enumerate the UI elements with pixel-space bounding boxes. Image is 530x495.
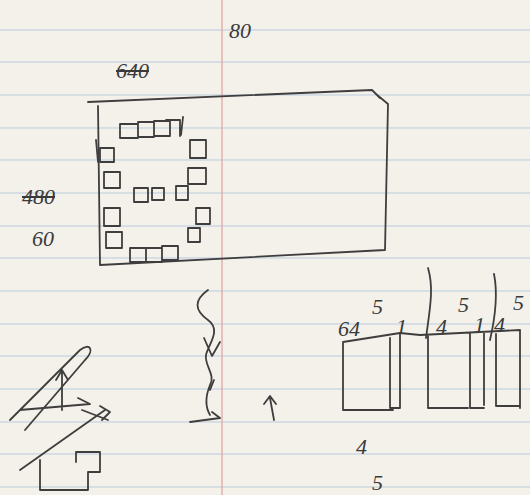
handwritten-number: 5 bbox=[513, 290, 524, 315]
handwritten-number: 64 bbox=[338, 316, 360, 341]
sketch-note: 640 bbox=[116, 60, 149, 82]
wavy-arrow bbox=[190, 290, 220, 422]
sketch-note: 5 bbox=[458, 294, 469, 316]
handwritten-number: 5 bbox=[458, 292, 469, 317]
arrow bbox=[264, 396, 276, 420]
sketch-note: 4 bbox=[356, 436, 367, 458]
handwritten-number: 640 bbox=[116, 58, 149, 83]
block-column bbox=[134, 140, 210, 242]
handwritten-number: 4 bbox=[356, 434, 367, 459]
sketch-note: 64 bbox=[338, 318, 360, 340]
sketch-note: 80 bbox=[229, 20, 251, 42]
sketch-shape bbox=[40, 452, 100, 490]
handwritten-number: 4 bbox=[436, 314, 447, 339]
sketch-note: 5 bbox=[372, 296, 383, 318]
bracket bbox=[426, 268, 496, 340]
handwritten-number: 4 bbox=[494, 312, 505, 337]
ruled-lines bbox=[0, 30, 530, 487]
block-strip bbox=[343, 330, 520, 410]
margin-line bbox=[221, 0, 222, 495]
handwritten-number: 5 bbox=[372, 294, 383, 319]
sketch-note: 1 bbox=[474, 314, 485, 336]
block-row bbox=[120, 117, 183, 138]
handwritten-number: 1 bbox=[474, 312, 485, 337]
sketch-note: 4 bbox=[494, 314, 505, 336]
block-column bbox=[96, 140, 122, 248]
sketch-note: 5 bbox=[372, 472, 383, 494]
handwritten-number: 60 bbox=[32, 226, 54, 251]
block-row bbox=[130, 246, 178, 262]
sketch-note: 60 bbox=[32, 228, 54, 250]
screen-outline bbox=[88, 90, 388, 265]
sketch-note: 1 bbox=[396, 316, 407, 338]
sketch-note: 480 bbox=[22, 186, 55, 208]
sketch-note: 4 bbox=[436, 316, 447, 338]
sketch-note: 5 bbox=[513, 292, 524, 314]
handwritten-number: 5 bbox=[372, 470, 383, 495]
handwritten-number: 80 bbox=[229, 18, 251, 43]
handwritten-number: 480 bbox=[22, 184, 55, 209]
handwritten-number: 1 bbox=[396, 314, 407, 339]
